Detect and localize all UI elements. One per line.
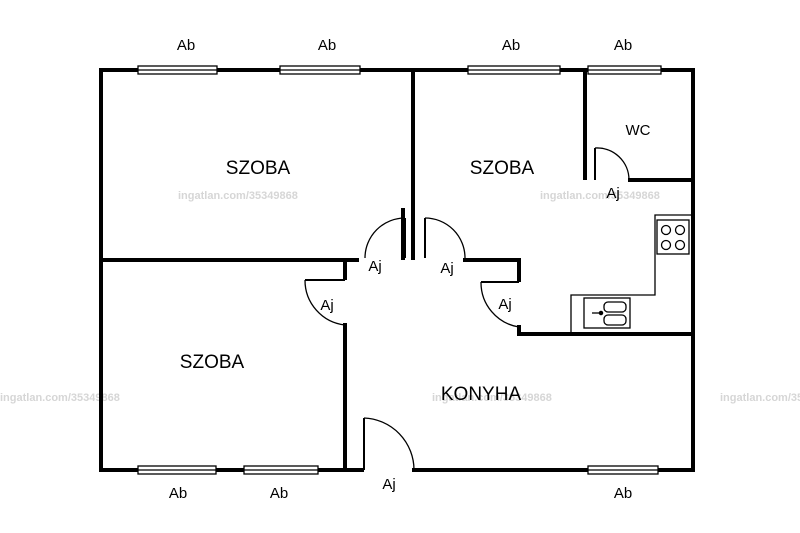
window-label: Ab bbox=[614, 485, 632, 502]
door-labels: Aj Aj Aj Aj Aj Aj bbox=[320, 185, 619, 493]
window-label: Ab bbox=[614, 37, 632, 54]
counter-outline bbox=[570, 214, 693, 334]
door-label: Aj bbox=[606, 185, 619, 202]
watermark: ingatlan.com/35349868 bbox=[0, 392, 120, 404]
watermark: ingatlan.com/35349868 bbox=[432, 392, 552, 404]
window bbox=[467, 65, 561, 75]
room-label-top-right: SZOBA bbox=[470, 158, 535, 179]
sink-icon bbox=[583, 297, 631, 329]
door-swing bbox=[304, 279, 346, 326]
window-label: Ab bbox=[169, 485, 187, 502]
door-label: Aj bbox=[368, 258, 381, 275]
room-label-bottom-left: SZOBA bbox=[180, 352, 245, 373]
window-labels: Ab Ab Ab Ab Ab Ab Ab bbox=[169, 37, 632, 502]
door-swing bbox=[480, 281, 520, 328]
stove-icon bbox=[656, 219, 690, 255]
door-swing bbox=[424, 217, 466, 259]
walls bbox=[99, 68, 695, 472]
door-label: Aj bbox=[498, 296, 511, 313]
door-swing bbox=[364, 217, 406, 259]
room-label-wc: WC bbox=[626, 122, 651, 139]
window-label: Ab bbox=[177, 37, 195, 54]
watermarks: ingatlan.com/35349868 ingatlan.com/35349… bbox=[0, 190, 800, 404]
room-labels: SZOBA SZOBA SZOBA KONYHA WC bbox=[180, 122, 651, 405]
window-label: Ab bbox=[270, 485, 288, 502]
window bbox=[243, 465, 319, 475]
window bbox=[587, 65, 662, 75]
room-label-top-left: SZOBA bbox=[226, 158, 291, 179]
room-label-kitchen: KONYHA bbox=[441, 384, 522, 405]
door-swing bbox=[363, 417, 415, 471]
watermark: ingatlan.com/35349868 bbox=[720, 392, 800, 404]
door-label: Aj bbox=[382, 476, 395, 493]
door-label: Aj bbox=[320, 297, 333, 314]
windows bbox=[137, 65, 662, 475]
door-swing bbox=[594, 147, 630, 181]
window bbox=[587, 465, 659, 475]
window bbox=[137, 465, 217, 475]
doors bbox=[304, 147, 630, 471]
watermark: ingatlan.com/35349868 bbox=[178, 190, 298, 202]
window-label: Ab bbox=[502, 37, 520, 54]
kitchen-counter bbox=[570, 214, 693, 334]
door-label: Aj bbox=[440, 260, 453, 277]
window bbox=[137, 65, 218, 75]
watermark: ingatlan.com/35349868 bbox=[540, 190, 660, 202]
window bbox=[279, 65, 361, 75]
window-label: Ab bbox=[318, 37, 336, 54]
